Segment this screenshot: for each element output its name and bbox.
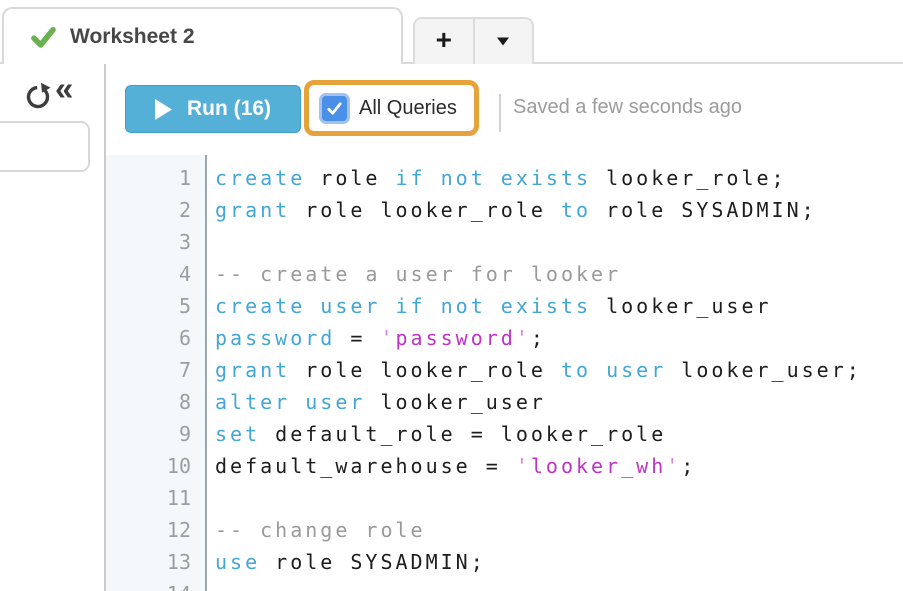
line-number: 10 [166, 454, 191, 478]
left-panel-partial-box [0, 121, 90, 172]
code-token: ' [666, 454, 682, 478]
code-token: looker_user [365, 390, 546, 414]
code-token: ' [515, 326, 531, 350]
editor-code[interactable]: create role if not exists looker_role;gr… [215, 162, 903, 591]
line-number: 11 [166, 486, 191, 510]
code-line[interactable] [215, 482, 903, 514]
code-token: alter user [215, 390, 366, 414]
tab-worksheet-2[interactable]: Worksheet 2 [2, 7, 403, 64]
line-number: 1 [178, 166, 191, 190]
panel-divider [104, 64, 106, 591]
code-token: role looker_role [290, 358, 561, 382]
line-number: 13 [166, 550, 191, 574]
editor-gutter: 1234567891011121314 [106, 162, 191, 591]
checkmark-icon [327, 101, 342, 115]
tab-menu-button[interactable] [475, 19, 533, 64]
line-number: 2 [178, 198, 191, 222]
code-line[interactable]: set default_role = looker_role [215, 418, 903, 450]
editor-gutter-background [106, 155, 207, 591]
code-line[interactable]: alter user looker_user [215, 386, 903, 418]
code-line[interactable]: -- create a user for looker [215, 258, 903, 290]
code-token: to user [560, 358, 667, 382]
refresh-icon [26, 82, 51, 109]
tab-actions-divider [472, 19, 475, 64]
collapse-panel-icon[interactable]: « [55, 70, 74, 107]
code-token: default_warehouse = [215, 454, 516, 478]
code-token: looker_wh [530, 454, 667, 478]
all-queries-highlight-box: All Queries [304, 80, 479, 136]
code-line[interactable]: -- change role [215, 514, 903, 546]
code-token: looker_user [591, 294, 772, 318]
code-token: use [215, 550, 261, 574]
code-token: role SYSADMIN; [260, 550, 486, 574]
code-line[interactable]: create user if not exists looker_user [215, 290, 903, 322]
code-token: set [215, 422, 261, 446]
code-token: role SYSADMIN; [591, 198, 817, 222]
code-token: ' [515, 454, 531, 478]
code-token: role [305, 166, 396, 190]
code-token: create user if not exists [215, 294, 592, 318]
line-number: 6 [178, 326, 191, 350]
code-line[interactable] [215, 578, 903, 591]
code-line[interactable]: use role SYSADMIN; [215, 546, 903, 578]
save-status: Saved a few seconds ago [513, 96, 743, 118]
code-token: if not exists [395, 166, 592, 190]
play-icon [155, 98, 172, 120]
new-worksheet-button[interactable]: + [415, 19, 473, 64]
run-button-label: Run (16) [187, 97, 271, 120]
refresh-button[interactable] [24, 82, 52, 110]
tab-label: Worksheet 2 [70, 24, 195, 48]
line-number: 3 [178, 230, 191, 254]
caret-down-icon [497, 37, 510, 46]
code-token: -- create a user for looker [215, 262, 622, 286]
line-number: 4 [178, 262, 191, 286]
code-token: looker_role; [591, 166, 787, 190]
tab-actions-group: + [413, 17, 534, 64]
code-token: looker_user; [666, 358, 862, 382]
code-line[interactable]: grant role looker_role to role SYSADMIN; [215, 194, 903, 226]
code-line[interactable]: default_warehouse = 'looker_wh'; [215, 450, 903, 482]
line-number: 8 [178, 390, 191, 414]
line-number: 14 [106, 578, 191, 591]
line-number: 9 [178, 422, 191, 446]
run-button[interactable]: Run (16) [125, 85, 301, 133]
code-line[interactable]: password = 'password'; [215, 322, 903, 354]
code-token: role looker_role [290, 198, 561, 222]
code-token: ; [681, 454, 697, 478]
check-icon [31, 26, 56, 48]
code-token: ; [530, 326, 546, 350]
code-line[interactable] [215, 226, 903, 258]
code-token: -- change role [215, 518, 426, 542]
code-token: create [215, 166, 306, 190]
code-token: password [215, 326, 336, 350]
line-number: 7 [178, 358, 191, 382]
toolbar-divider [499, 94, 501, 132]
plus-icon: + [435, 24, 452, 55]
code-token: ' [380, 326, 396, 350]
line-number: 12 [166, 518, 191, 542]
code-token: password [395, 326, 516, 350]
all-queries-label: All Queries [359, 96, 457, 119]
code-token: grant [215, 358, 291, 382]
code-token: to [560, 198, 592, 222]
code-token: grant [215, 198, 291, 222]
code-token: default_role = looker_role [260, 422, 667, 446]
code-line[interactable]: create role if not exists looker_role; [215, 162, 903, 194]
code-token: = [335, 326, 381, 350]
all-queries-checkbox[interactable] [319, 92, 350, 124]
code-line[interactable]: grant role looker_role to user looker_us… [215, 354, 903, 386]
line-number: 5 [178, 294, 191, 318]
